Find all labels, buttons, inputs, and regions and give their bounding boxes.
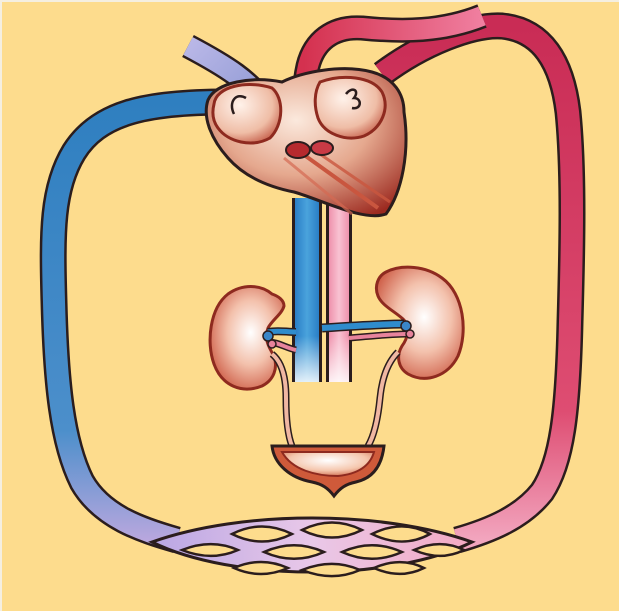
bladder-icon <box>272 446 384 496</box>
aorta-icon <box>326 198 352 382</box>
heart-icon <box>206 69 406 216</box>
capillary-bed-icon <box>152 518 472 576</box>
vena-cava-icon <box>292 198 322 382</box>
systemic-vein-icon <box>53 102 227 540</box>
